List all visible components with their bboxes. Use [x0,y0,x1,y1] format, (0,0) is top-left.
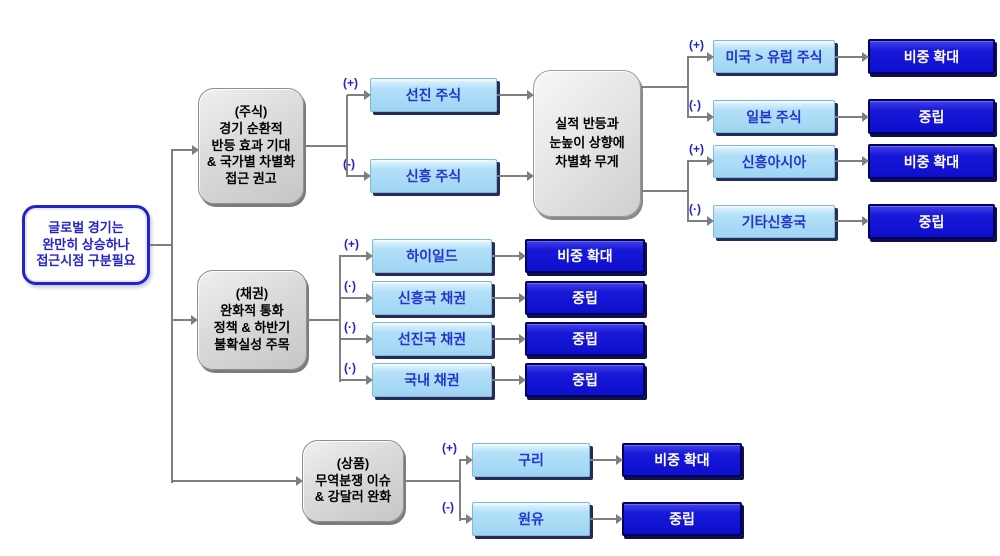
connector-arrow [688,156,714,166]
connector-line [150,244,172,246]
verdict-node-dm-bond: 중립 [525,322,645,356]
connector-arrow [590,455,623,465]
verdict-node-us-europe-equity: 비중 확대 [868,39,995,74]
connector-line [641,86,688,88]
verdict-node-domestic-bond: 중립 [525,363,645,397]
asset-node-dm-bond: 선진국 채권 [372,322,492,356]
connector-arrow [347,171,371,181]
connector-arrow [688,52,714,62]
connector-arrow [340,334,373,344]
asset-node-em-equity: 신흥 주식 [370,159,497,193]
sign-em-asia: (+) [689,142,704,156]
category-node-stocks: (주식) 경기 순환적 반등 효과 기대 & 국가별 차별화 접근 권고 [198,88,304,204]
sign-dm-bond: (·) [344,320,356,334]
connector-arrow [835,156,869,166]
asset-node-japan-equity: 일본 주식 [713,100,835,133]
connector-line [171,149,173,483]
sign-japan-equity: (·) [689,98,701,112]
connector-line [687,160,689,222]
connector-arrow [492,375,526,385]
connector-line [687,56,689,118]
category-node-commodities: (상품) 무역분쟁 이슈 & 강달러 완화 [302,440,404,522]
verdict-node-high-yield: 비중 확대 [525,239,645,273]
asset-node-developed-equity: 선진 주식 [370,78,497,112]
connector-arrow [172,476,303,486]
sign-crude-oil: (-) [442,500,454,514]
verdict-node-crude-oil: 중립 [622,502,742,536]
asset-node-other-em: 기타신흥국 [713,205,835,238]
asset-node-domestic-bond: 국내 채권 [372,363,492,397]
asset-node-high-yield: 하이일드 [372,239,492,273]
connector-arrow [347,90,371,100]
connector-arrow [172,145,199,155]
sign-em-equity: (-) [343,157,355,171]
connector-arrow [340,251,373,261]
sign-developed-equity: (+) [343,76,358,90]
connector-line [307,319,341,321]
connector-arrow [492,334,526,344]
category-node-bonds: (채권) 완화적 통화 정책 & 하반기 불확실성 주목 [197,270,307,370]
connector-arrow [590,514,623,524]
sign-us-europe-equity: (+) [689,38,704,52]
asset-node-copper: 구리 [472,443,590,477]
connector-line [304,145,348,147]
connector-line [346,95,348,177]
verdict-node-em-asia: 비중 확대 [868,144,995,179]
asset-node-em-asia: 신흥아시아 [713,145,835,178]
connector-arrow [340,375,373,385]
connector-arrow [460,455,473,465]
connector-arrow [835,112,869,122]
connector-arrow [340,293,373,303]
verdict-node-copper: 비중 확대 [622,443,742,477]
verdict-node-other-em: 중립 [868,204,995,239]
connector-arrow [172,315,198,325]
connector-arrow [688,112,714,122]
sign-em-bond: (·) [344,279,356,293]
connector-arrow [688,216,714,226]
asset-node-crude-oil: 원유 [472,502,590,536]
root-node: 글로벌 경기는 완만히 상승하나 접근시점 구분필요 [22,205,150,285]
sign-copper: (+) [442,441,457,455]
intermediate-node-stocks: 실적 반등과 눈높이 상향에 차별화 무게 [533,70,641,217]
connector-arrow [460,514,473,524]
connector-line [641,190,688,192]
connector-arrow [492,293,526,303]
connector-arrow [835,216,869,226]
connector-arrow [492,251,526,261]
verdict-node-japan-equity: 중립 [868,99,995,134]
connector-line [459,459,461,521]
connector-line [404,480,461,482]
verdict-node-em-bond: 중립 [525,281,645,315]
sign-other-em: (·) [689,202,701,216]
sign-domestic-bond: (·) [344,361,356,375]
sign-high-yield: (+) [344,237,359,251]
asset-node-us-europe-equity: 미국 > 유럽 주식 [713,40,835,73]
asset-node-em-bond: 신흥국 채권 [372,281,492,315]
connector-arrow [497,171,534,181]
connector-arrow [835,52,869,62]
connector-arrow [497,90,534,100]
connector-line [339,255,341,382]
